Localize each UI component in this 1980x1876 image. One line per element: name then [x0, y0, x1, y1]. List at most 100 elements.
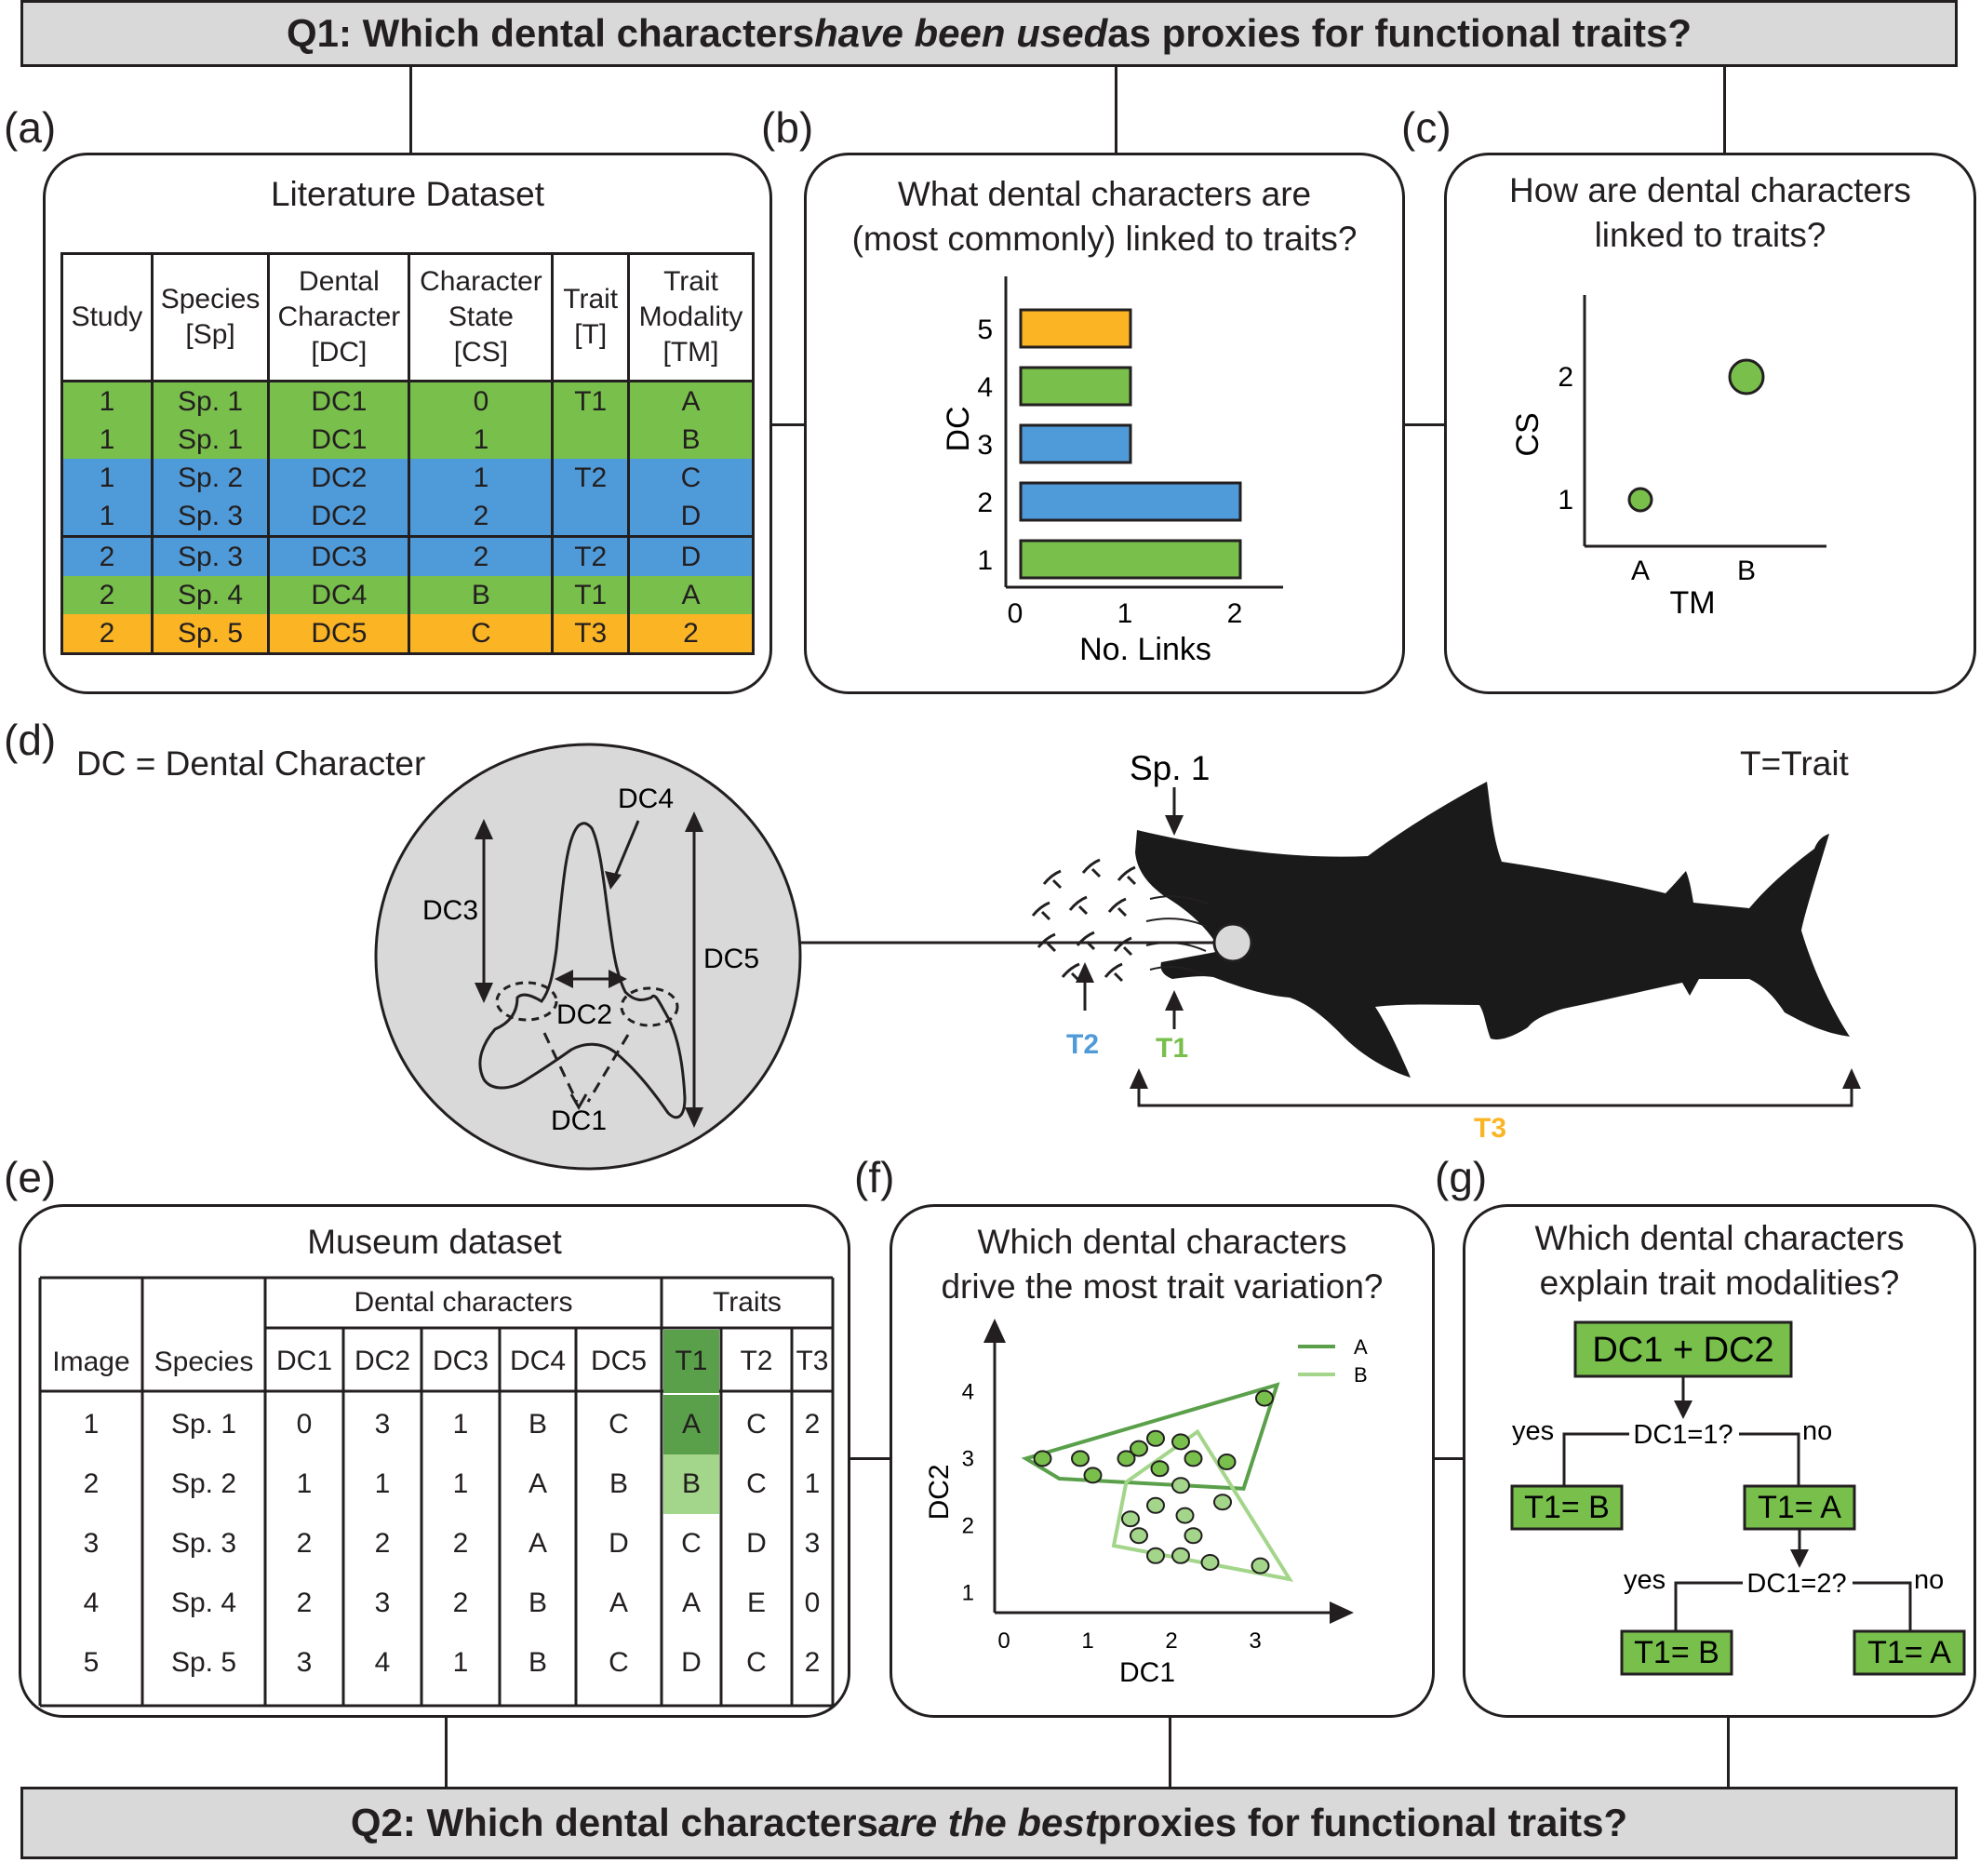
y-tick-label: 1: [977, 545, 993, 576]
table-cell: 1: [804, 1468, 821, 1499]
x-tick-label: 3: [1249, 1628, 1261, 1654]
header-text: [Sp]: [185, 319, 235, 350]
x-tick-label: 1: [1081, 1628, 1093, 1654]
panel-g-title-line2: explain trait modalities?: [1539, 1264, 1900, 1302]
table-cell: T3: [551, 614, 631, 655]
tree-leaf-1-label: T1= B: [1524, 1490, 1610, 1525]
table-cell: D: [627, 535, 755, 576]
point-a-4: [1117, 1450, 1136, 1467]
x-tick-label: 1: [1117, 598, 1133, 629]
header-text: [TM]: [662, 337, 719, 368]
tree-leaf-1-box: [1510, 1484, 1624, 1531]
dc3-arrowhead-bottom: [475, 983, 493, 1003]
col-header: DC3: [432, 1346, 488, 1376]
bar-dc2: [1019, 481, 1242, 522]
table-cell: A: [528, 1528, 547, 1559]
table-cell: 2: [296, 1588, 313, 1618]
table-cell: 0: [408, 380, 555, 421]
panel-c-title-line1: How are dental characters: [1509, 171, 1911, 209]
species-label: Sp. 1: [1130, 749, 1210, 787]
table-cell: B: [663, 1454, 719, 1514]
dc5-arrowhead-top: [685, 811, 703, 832]
y-axis-title: DC2: [924, 1464, 955, 1520]
table-cell: C: [681, 1528, 702, 1559]
table-cell: DC2: [267, 497, 411, 537]
panel-g-title-line1: Which dental characters: [1534, 1219, 1905, 1257]
x-axis-arrowhead: [1330, 1601, 1354, 1624]
bar-dc4: [1019, 366, 1132, 407]
y-tick-label: 5: [977, 315, 993, 345]
connector-f-q2: [1169, 1716, 1171, 1789]
t3-label: T3: [1474, 1113, 1506, 1144]
prey-11: [1104, 962, 1124, 983]
dc5-arrowhead-bottom: [685, 1107, 703, 1128]
point-b-5: [1175, 1507, 1195, 1524]
table-cell: 2: [296, 1528, 313, 1559]
tree-root-box: [1573, 1320, 1793, 1378]
trait-legend: T=Trait: [1740, 744, 1849, 783]
table-cell: C: [408, 614, 555, 655]
col-header: T1: [663, 1330, 719, 1393]
table-cell: B: [528, 1588, 547, 1618]
tree-leaf-3-box: [1853, 1629, 1966, 1676]
dc3-arrowhead-top: [475, 819, 493, 839]
point-b-10: [1213, 1494, 1232, 1511]
prey-9: [1113, 936, 1133, 957]
tree-q2-yes-branch: [1674, 1581, 1743, 1631]
col-header: T2: [740, 1346, 773, 1376]
dc2-label: DC2: [556, 999, 612, 1030]
table-cell: B: [408, 576, 555, 614]
table-cell: 5: [83, 1647, 100, 1678]
table-cell: DC4: [267, 576, 411, 614]
x-axis-title: TM: [1669, 585, 1715, 621]
table-cell: A: [681, 1588, 701, 1618]
table-cell: A: [609, 1588, 628, 1618]
tooth-outline: [478, 822, 687, 1119]
dc4-label: DC4: [618, 784, 674, 814]
table-cell: Sp. 2: [150, 459, 271, 497]
table-cell: C: [609, 1409, 629, 1440]
q2-emphasis: are the best: [878, 1801, 1098, 1844]
flow-arc-3: [1145, 942, 1207, 952]
table-cell: 2: [408, 497, 555, 537]
prey-1: [1042, 869, 1063, 890]
connector-q1-c: [1723, 67, 1726, 153]
panel-a-literature-dataset: Literature Dataset Study Species[Sp] Den…: [43, 153, 772, 694]
header-text: Dental: [299, 266, 380, 297]
table-cell: 0: [296, 1409, 313, 1440]
table-cell: 1: [374, 1468, 391, 1499]
table-cell: 2: [83, 1468, 100, 1499]
point-b-1: [1121, 1510, 1140, 1528]
header-text: State: [448, 302, 514, 332]
t2-label: T2: [1066, 1029, 1099, 1060]
tree-root-arrowhead: [1674, 1400, 1692, 1419]
point-b-8: [1171, 1547, 1190, 1564]
table-cell: T2: [551, 459, 631, 497]
header-text: Study: [71, 302, 143, 332]
col-header: DC1: [275, 1346, 332, 1376]
table-cell: DC2: [267, 459, 411, 497]
panel-f-title: Which dental characters drive the most t…: [892, 1220, 1432, 1309]
header-text: Trait: [563, 284, 619, 315]
panel-label-d: (d): [4, 716, 57, 764]
table-cell: [551, 497, 631, 537]
point-a-3: [1083, 1467, 1103, 1484]
connector-e-f: [849, 1457, 891, 1460]
prey-5: [1068, 895, 1089, 916]
tree-q1-no-branch: [1739, 1432, 1800, 1486]
panel-label-f: (f): [854, 1153, 895, 1201]
cusplet-right-ellipse: [620, 986, 679, 1027]
y-tick-label: 4: [962, 1379, 974, 1404]
table-cell: Sp. 1: [150, 380, 271, 421]
table-cell: 2: [374, 1528, 391, 1559]
col-header: Species: [154, 1347, 254, 1377]
col-header: DC4: [509, 1346, 566, 1376]
dc2-arrowhead-left: [555, 970, 573, 988]
